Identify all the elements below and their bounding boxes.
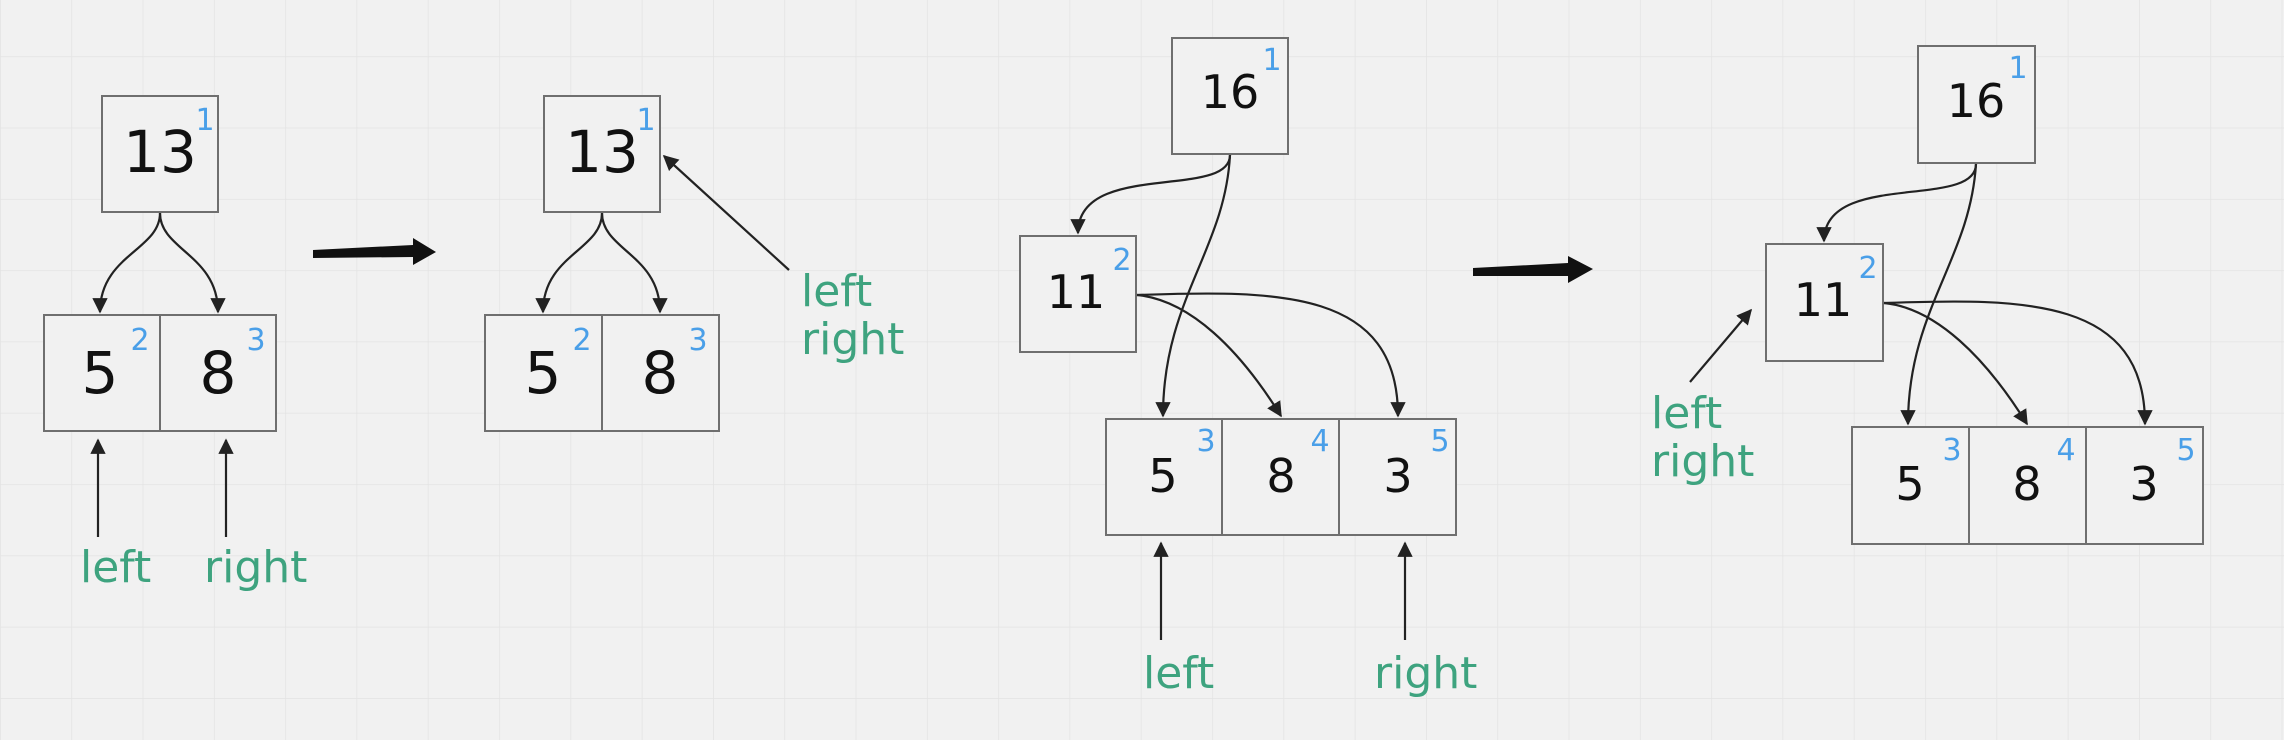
- node-16: 16 1: [1917, 45, 2036, 164]
- node-11: 11 2: [1019, 235, 1137, 353]
- svg-text:5: 5: [82, 339, 119, 407]
- svg-text:11: 11: [1794, 273, 1853, 327]
- panel-1: 13 1 5 2 8 3 left right: [43, 95, 307, 593]
- node-5: 5 2: [43, 314, 161, 432]
- svg-text:2: 2: [130, 323, 149, 358]
- panel-2: 13 1 5 2 8 3 left right: [484, 95, 904, 432]
- panel-3: 16 1 11 2 5 3 8 4 3 5 left right: [1019, 37, 1477, 699]
- svg-text:3: 3: [1196, 424, 1215, 459]
- node-5: 5 3: [1105, 418, 1223, 536]
- edge-11-to-3: [1136, 292, 1406, 418]
- svg-text:1: 1: [2008, 51, 2027, 86]
- svg-text:3: 3: [2129, 457, 2158, 511]
- left-label: left: [1651, 388, 1722, 439]
- svg-text:5: 5: [1895, 457, 1924, 511]
- svg-text:2: 2: [572, 323, 591, 358]
- node-8: 8 3: [159, 314, 277, 432]
- svg-text:4: 4: [1310, 424, 1329, 459]
- svg-text:8: 8: [2012, 457, 2041, 511]
- edge-11-to-3: [1883, 300, 2153, 426]
- svg-text:2: 2: [1858, 251, 1877, 286]
- edge-13-to-8: [600, 212, 668, 314]
- edge-16-to-5: [1155, 154, 1232, 418]
- svg-text:1: 1: [636, 103, 655, 138]
- edge-11-to-8: [1883, 301, 2028, 426]
- node-8: 8 4: [1221, 418, 1340, 536]
- edge-13-to-5: [535, 212, 604, 314]
- left-right-pointer-arrow: [662, 154, 790, 271]
- node-3: 3 5: [1338, 418, 1457, 536]
- svg-text:3: 3: [688, 323, 707, 358]
- transition-arrow-1: [313, 238, 436, 265]
- edge-16-to-5: [1900, 163, 1978, 426]
- node-8: 8 4: [1968, 426, 2087, 545]
- node-11: 11 2: [1765, 243, 1884, 362]
- node-13: 13 1: [101, 95, 219, 213]
- left-label: left: [80, 542, 151, 593]
- left-label: left: [801, 266, 872, 317]
- node-3: 3 5: [2085, 426, 2204, 545]
- node-16: 16 1: [1171, 37, 1289, 155]
- svg-text:4: 4: [2056, 433, 2075, 468]
- svg-text:1: 1: [1262, 43, 1281, 78]
- svg-text:8: 8: [200, 339, 237, 407]
- svg-text:8: 8: [642, 339, 679, 407]
- right-label: right: [1651, 436, 1754, 487]
- svg-text:2: 2: [1112, 243, 1131, 278]
- svg-text:16: 16: [1947, 74, 2006, 128]
- node-5: 5 3: [1851, 426, 1970, 545]
- svg-text:3: 3: [1942, 433, 1961, 468]
- edge-11-to-8: [1136, 293, 1282, 418]
- svg-text:3: 3: [246, 323, 265, 358]
- node-5: 5 2: [484, 314, 603, 432]
- edge-13-to-8: [158, 212, 226, 314]
- svg-text:13: 13: [123, 118, 197, 186]
- left-right-pointer-arrow: [1689, 308, 1752, 383]
- right-label: right: [1374, 648, 1477, 699]
- left-label: left: [1143, 648, 1214, 699]
- edge-16-to-11: [1070, 154, 1232, 235]
- svg-text:16: 16: [1201, 65, 1260, 119]
- transition-arrow-2: [1473, 256, 1593, 283]
- svg-text:5: 5: [1148, 449, 1177, 503]
- svg-text:5: 5: [2176, 433, 2195, 468]
- node-13: 13 1: [543, 95, 661, 213]
- svg-text:8: 8: [1266, 449, 1295, 503]
- svg-text:3: 3: [1383, 449, 1412, 503]
- edge-16-to-11: [1816, 163, 1978, 243]
- node-8: 8 3: [601, 314, 720, 432]
- right-label: right: [801, 314, 904, 365]
- svg-text:1: 1: [195, 103, 214, 138]
- right-label: right: [204, 542, 307, 593]
- svg-text:5: 5: [525, 339, 562, 407]
- svg-text:13: 13: [565, 118, 639, 186]
- edge-13-to-5: [92, 212, 162, 314]
- panel-4: 16 1 11 2 5 3 8 4 3 5 left right: [1651, 45, 2204, 545]
- svg-text:11: 11: [1047, 265, 1106, 319]
- svg-text:5: 5: [1430, 424, 1449, 459]
